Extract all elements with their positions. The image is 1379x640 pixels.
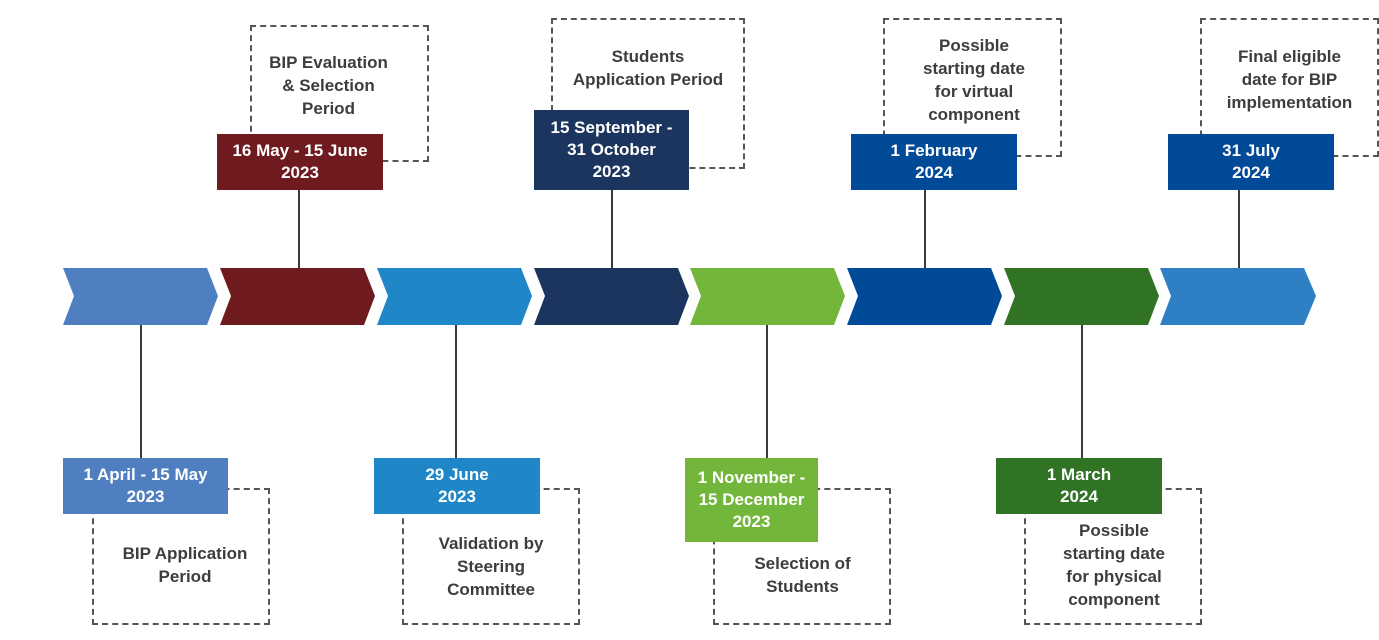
connector-m8 [1238, 190, 1240, 268]
connector-m7 [1081, 325, 1083, 458]
milestone-label-m5: Selection of Students [754, 554, 851, 596]
date-box-m5: 1 November - 15 December 2023 [685, 458, 818, 542]
chevron-5 [690, 268, 845, 325]
chevron-6 [847, 268, 1002, 325]
connector-m6 [924, 190, 926, 268]
chevron-8 [1160, 268, 1316, 325]
date-box-m2: 16 May - 15 June 2023 [217, 134, 383, 190]
milestone-label-m8: Final eligible date for BIP implementati… [1226, 47, 1353, 112]
connector-m2 [298, 190, 300, 268]
chevron-4 [534, 268, 689, 325]
date-box-m4: 15 September - 31 October 2023 [534, 110, 689, 190]
label-box-m8 [1200, 18, 1379, 157]
connector-m1 [140, 325, 142, 458]
chevron-7 [1004, 268, 1159, 325]
chevron-2 [220, 268, 375, 325]
date-box-m6: 1 February 2024 [851, 134, 1017, 190]
chevron-1 [63, 268, 218, 325]
connector-m5 [766, 325, 768, 458]
milestone-label-m7: Possible starting date for physical comp… [1062, 521, 1166, 609]
chevron-3 [377, 268, 532, 325]
date-box-m1: 1 April - 15 May 2023 [63, 458, 228, 514]
date-box-m7: 1 March 2024 [996, 458, 1162, 514]
milestone-label-m6: Possible starting date for virtual compo… [922, 36, 1026, 124]
milestone-label-m4: Students Application Period [572, 47, 724, 89]
date-box-m3: 29 June 2023 [374, 458, 540, 514]
connector-m3 [455, 325, 457, 458]
label-box-m6 [883, 18, 1062, 157]
milestone-label-m1: BIP Application Period [122, 544, 248, 586]
milestone-label-m3: Validation by Steering Committee [438, 534, 544, 599]
date-box-m8: 31 July 2024 [1168, 134, 1334, 190]
connector-m4 [611, 190, 613, 268]
milestone-label-m2: BIP Evaluation & Selection Period [269, 53, 388, 118]
